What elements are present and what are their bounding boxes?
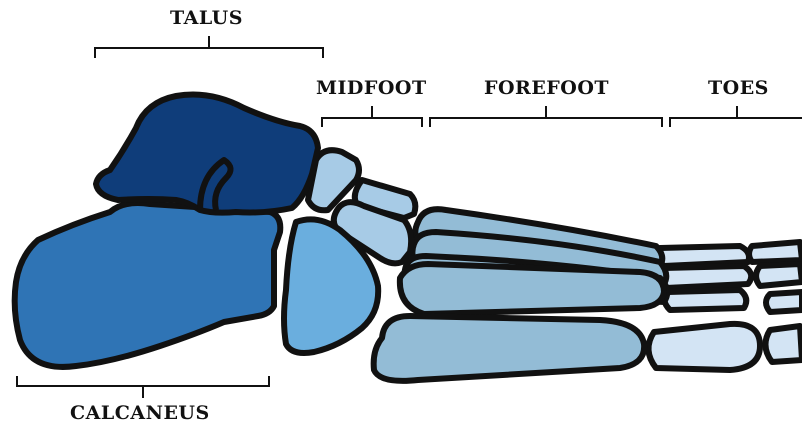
middle-phalanx-2: [756, 264, 802, 286]
proximal-phalanx-1: [658, 246, 749, 266]
talus: [96, 95, 318, 213]
forefoot-bracket: [430, 106, 662, 127]
metatarsal-2: [400, 264, 664, 314]
talus-label: TALUS: [170, 9, 243, 28]
toes-label: TOES: [708, 79, 769, 98]
metatarsals: [374, 209, 668, 381]
toe-phalanges: [648, 242, 802, 370]
midfoot-bracket: [322, 106, 422, 127]
distal-phalanx-1: [749, 242, 802, 262]
proximal-phalanx-big-toe: [648, 324, 760, 370]
talus-bracket: [95, 36, 323, 58]
toes-bracket: [670, 106, 802, 127]
metatarsal-1: [374, 316, 644, 381]
midfoot-label: MIDFOOT: [316, 79, 427, 98]
proximal-phalanx-3: [664, 290, 746, 310]
calcaneus-label: CALCANEUS: [70, 404, 210, 423]
forefoot-label: FOREFOOT: [484, 79, 609, 98]
middle-phalanx-3: [766, 292, 802, 312]
distal-phalanx-big-toe: [765, 326, 802, 362]
calcaneus-bracket: [17, 376, 269, 398]
calcaneus: [15, 203, 281, 367]
proximal-phalanx-2: [660, 266, 751, 288]
